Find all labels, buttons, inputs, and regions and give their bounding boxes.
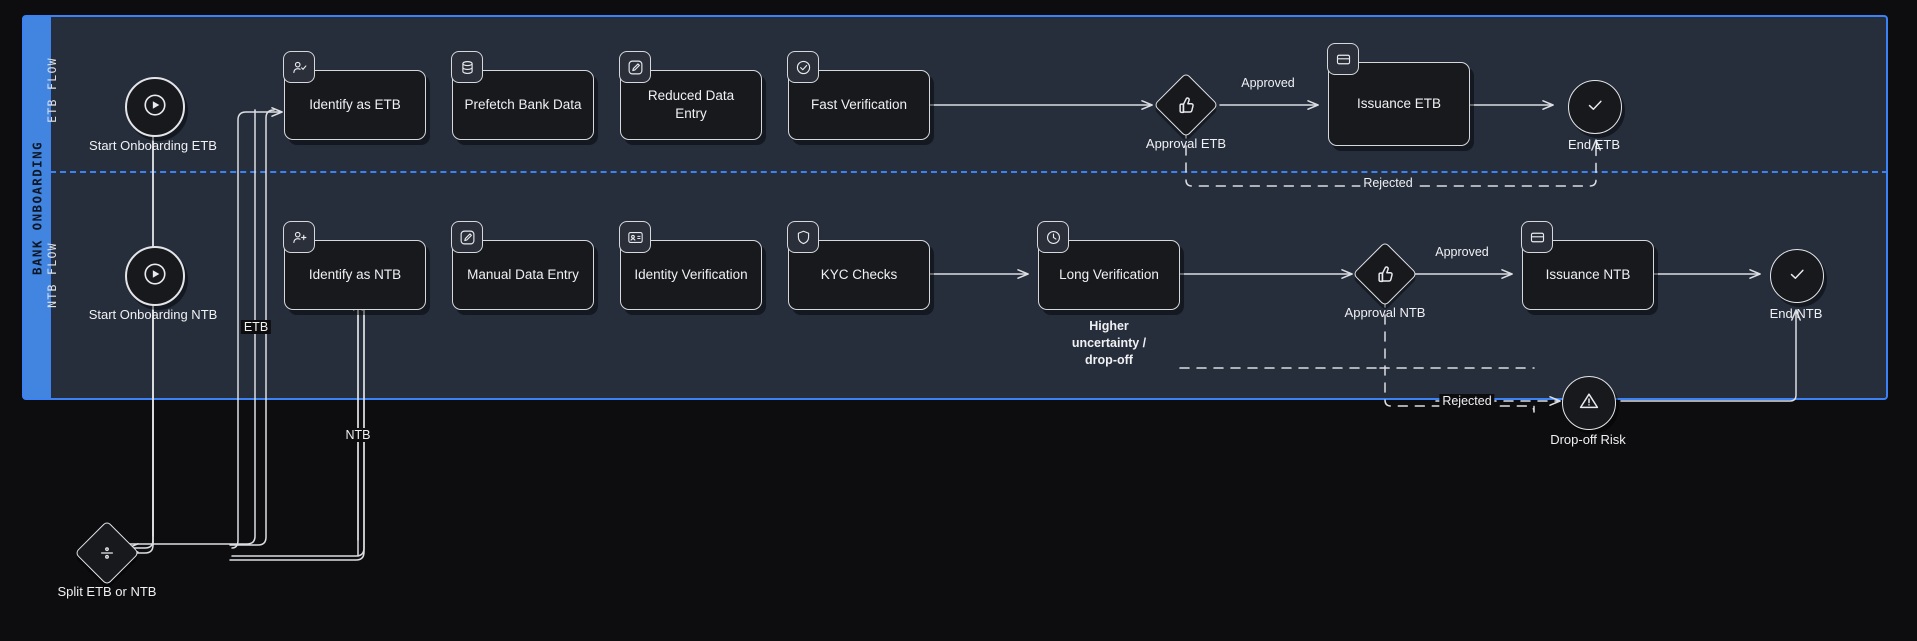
clock-icon bbox=[1037, 221, 1069, 253]
task-identity-verification-label: Identity Verification bbox=[634, 266, 748, 282]
task-issuance-etb[interactable]: Issuance ETB bbox=[1327, 43, 1470, 146]
task-identity-verification[interactable]: Identity Verification bbox=[619, 221, 762, 310]
play-circle-icon bbox=[142, 261, 168, 292]
caption-approval-ntb: Approval NTB bbox=[1344, 305, 1426, 320]
user-check-icon bbox=[283, 51, 315, 83]
gateway-approval-etb[interactable] bbox=[1153, 72, 1219, 138]
ratio-split-icon bbox=[84, 530, 130, 576]
task-reduced-data-entry-label: Reduced Data Entry bbox=[647, 87, 735, 121]
caption-end-etb: End ETB bbox=[1567, 137, 1621, 152]
edge-label-ntb-rejected: Rejected bbox=[1439, 394, 1495, 408]
thumbs-up-icon bbox=[1163, 82, 1209, 128]
caption-split-etb-or-ntb: Split ETB or NTB bbox=[57, 584, 157, 599]
task-identify-as-ntb[interactable]: Identify as NTB bbox=[283, 221, 426, 310]
lane-label-etb: ETB FLOW bbox=[42, 30, 62, 150]
event-end-ntb[interactable] bbox=[1770, 249, 1824, 303]
caption-end-ntb: End NTB bbox=[1769, 306, 1823, 321]
shield-icon bbox=[787, 221, 819, 253]
task-manual-data-entry-label: Manual Data Entry bbox=[467, 266, 579, 282]
user-plus-icon bbox=[283, 221, 315, 253]
check-icon bbox=[1584, 94, 1606, 121]
id-card-icon bbox=[619, 221, 651, 253]
warning-triangle-icon bbox=[1577, 389, 1601, 418]
edge-label-etb-rejected: Rejected bbox=[1360, 176, 1416, 190]
lane-divider bbox=[50, 171, 1888, 173]
lane-label-ntb-text: NTB FLOW bbox=[45, 242, 59, 308]
caption-start-onboarding-ntb: Start Onboarding NTB bbox=[88, 307, 218, 322]
task-fast-verification-label: Fast Verification bbox=[810, 96, 908, 112]
note-higher-uncertainty: Higher uncertainty / drop-off bbox=[1071, 319, 1147, 367]
task-prefetch-bank-data-label: Prefetch Bank Data bbox=[464, 96, 582, 112]
event-drop-off-risk[interactable] bbox=[1562, 376, 1616, 430]
task-identify-as-etb-label: Identify as ETB bbox=[309, 96, 401, 112]
task-kyc-checks[interactable]: KYC Checks bbox=[787, 221, 930, 310]
card-icon bbox=[1521, 221, 1553, 253]
gateway-split-etb-or-ntb[interactable] bbox=[74, 520, 140, 586]
edge-label-etb-approved: Approved bbox=[1238, 76, 1298, 90]
caption-drop-off-risk: Drop-off Risk bbox=[1550, 432, 1626, 447]
caption-approval-etb: Approval ETB bbox=[1145, 136, 1227, 151]
thumbs-up-icon bbox=[1362, 251, 1408, 297]
task-issuance-ntb-label: Issuance NTB bbox=[1545, 266, 1631, 282]
event-start-onboarding-ntb[interactable] bbox=[125, 246, 185, 306]
task-kyc-checks-label: KYC Checks bbox=[820, 266, 898, 282]
edge-label-ntb-approved: Approved bbox=[1432, 245, 1492, 259]
pencil-square-icon bbox=[619, 51, 651, 83]
task-manual-data-entry[interactable]: Manual Data Entry bbox=[451, 221, 594, 310]
play-circle-icon bbox=[142, 92, 168, 123]
edge-label-branch-etb: ETB bbox=[240, 320, 272, 334]
edge-label-branch-ntb: NTB bbox=[342, 428, 374, 442]
task-long-verification[interactable]: Long Verification bbox=[1037, 221, 1180, 310]
pencil-square-icon bbox=[451, 221, 483, 253]
check-icon bbox=[1786, 263, 1808, 290]
task-fast-verification[interactable]: Fast Verification bbox=[787, 51, 930, 140]
task-issuance-etb-label: Issuance ETB bbox=[1356, 95, 1442, 111]
task-issuance-ntb[interactable]: Issuance NTB bbox=[1521, 221, 1654, 310]
database-icon bbox=[451, 51, 483, 83]
task-prefetch-bank-data[interactable]: Prefetch Bank Data bbox=[451, 51, 594, 140]
caption-start-onboarding-etb: Start Onboarding ETB bbox=[89, 138, 217, 153]
task-identify-as-ntb-label: Identify as NTB bbox=[308, 266, 402, 282]
event-start-onboarding-etb[interactable] bbox=[125, 77, 185, 137]
lane-label-ntb: NTB FLOW bbox=[42, 210, 62, 340]
check-badge-icon bbox=[787, 51, 819, 83]
card-icon bbox=[1327, 43, 1359, 75]
pool-header: BANK ONBOARDING bbox=[24, 17, 51, 398]
task-reduced-data-entry[interactable]: Reduced Data Entry bbox=[619, 51, 762, 140]
lane-label-etb-text: ETB FLOW bbox=[45, 57, 59, 123]
task-identify-as-etb[interactable]: Identify as ETB bbox=[283, 51, 426, 140]
task-long-verification-label: Long Verification bbox=[1059, 266, 1159, 282]
gateway-approval-ntb[interactable] bbox=[1352, 241, 1418, 307]
event-end-etb[interactable] bbox=[1568, 80, 1622, 134]
